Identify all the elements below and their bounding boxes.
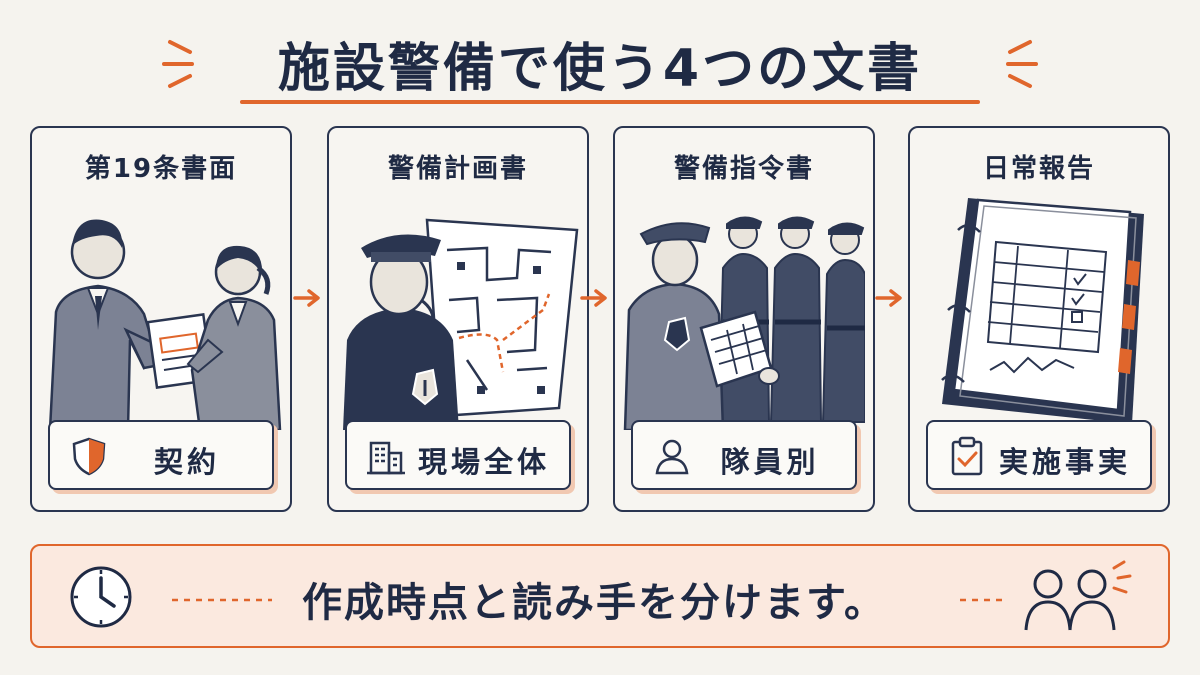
tag-contract: 契約 (48, 420, 274, 490)
card-title: 警備指令書 (673, 154, 814, 184)
sparkle-left-icon (162, 40, 194, 88)
report-binder-illustration (941, 198, 1144, 424)
dotted-connector (172, 598, 272, 602)
clock-icon (70, 566, 132, 628)
card-title: 日常報告 (982, 154, 1095, 184)
tag-label: 隊員別 (720, 445, 820, 479)
title-underline (240, 100, 980, 104)
tag-label: 実施事実 (998, 445, 1131, 479)
tag-per-guard: 隊員別 (631, 420, 857, 490)
tag-whole-site: 現場全体 (345, 420, 571, 490)
person-icon (655, 439, 689, 475)
clipboard-check-icon (951, 436, 983, 476)
banner-text: 作成時点と読み手を分けます。 (302, 580, 886, 626)
tag-label: 現場全体 (417, 445, 550, 479)
title-area: 施設警備で使う4つの文書 (0, 18, 1200, 110)
page-title: 施設警備で使う4つの文書 (277, 39, 923, 99)
card-title: 第19条書面 (84, 154, 238, 184)
guard-briefing-team-illustration (623, 216, 865, 430)
guard-with-floor-plan-illustration (343, 218, 579, 430)
card-security-order: 警備指令書 隊員別 (613, 126, 875, 512)
shield-icon (72, 437, 106, 476)
card-daily-report: 日常報告 実施事実 (908, 126, 1170, 512)
card-title: 警備計画書 (387, 154, 528, 184)
sparkle-right-icon (1006, 40, 1038, 88)
arrow-right-icon (293, 289, 320, 307)
card-article19-document: 第19条書面 契約 (30, 126, 292, 512)
tag-implementation-facts: 実施事実 (926, 420, 1152, 490)
arrow-right-icon (875, 289, 902, 307)
tag-label: 契約 (153, 445, 220, 479)
contract-handover-illustration (48, 219, 282, 430)
arrow-right-icon (580, 289, 607, 307)
summary-banner: 作成時点と読み手を分けます。 (30, 544, 1170, 648)
card-security-plan: 警備計画書 現場全体 (327, 126, 589, 512)
people-icon (1024, 560, 1132, 631)
dotted-connector (960, 598, 1004, 602)
building-icon (367, 441, 405, 475)
